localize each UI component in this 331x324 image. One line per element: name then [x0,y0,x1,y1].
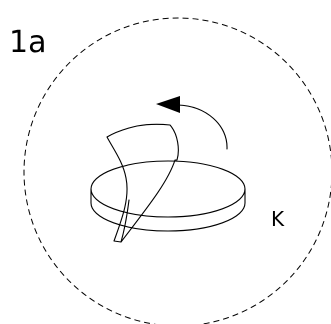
peeling-film [106,123,179,243]
label-background [4,16,62,60]
figure-label: 1a [9,25,46,60]
rotation-arrow [156,96,228,150]
arrow-head [156,96,180,113]
part-label: K [271,207,285,231]
detail-boundary-circle [23,17,331,324]
disc-pad [90,160,246,232]
